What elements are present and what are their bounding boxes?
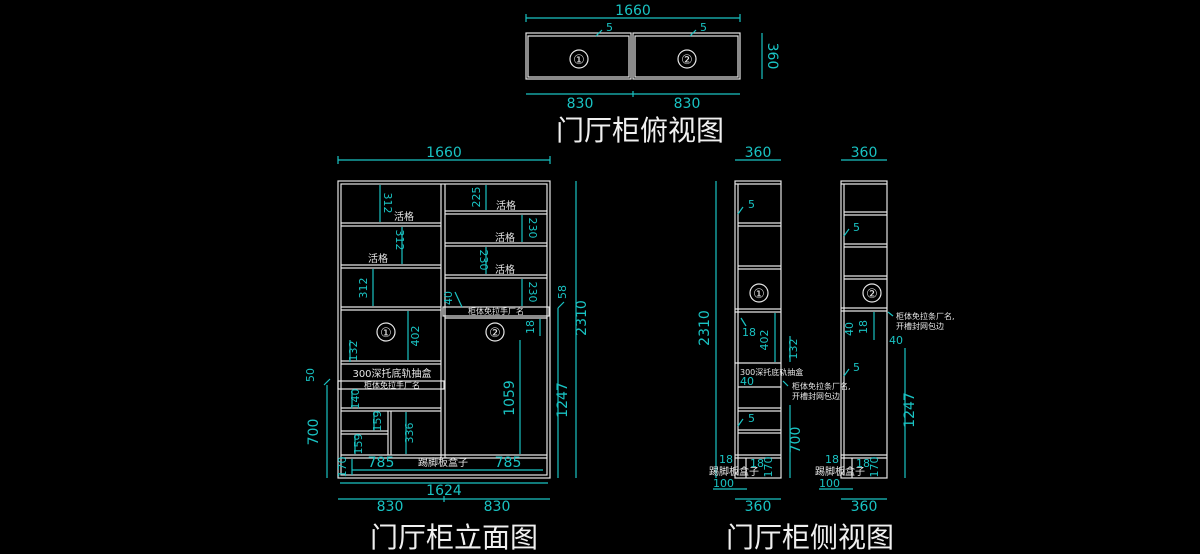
elev-inner-width: 1624 (426, 483, 462, 499)
elev-right-handle-gap: 40 (442, 291, 455, 305)
side-view-title: 门厅柜侧视图 (726, 521, 894, 554)
side-right-kick-18a: 18 (825, 453, 839, 466)
elev-left-label-1: 活格 (394, 210, 414, 223)
elev-drawer-label: 300深托底轨抽盒 (352, 367, 431, 380)
top-bay-1 (525, 32, 632, 80)
elev-left-id: ① (380, 326, 392, 341)
elev-right-label-1: 活格 (496, 199, 516, 212)
elev-bottom-width-1: 830 (377, 499, 404, 515)
side-left-kick-offset: 100 (713, 477, 734, 490)
side-right-id: ② (866, 287, 878, 302)
elev-bottom-width-2: 830 (484, 499, 511, 515)
elev-kick-height: 170 (336, 457, 349, 478)
elev-left-label-2: 活格 (368, 252, 388, 265)
side-right-kick-offset: 100 (819, 477, 840, 490)
side-left-depth-top: 360 (745, 145, 772, 161)
elev-left-cell-1: 159 (371, 411, 384, 432)
elev-right-label-2: 活格 (495, 231, 515, 244)
side-left-kick-h: 170 (762, 457, 775, 478)
elev-right-hang-height: 1059 (502, 380, 518, 416)
side-view: 360 ① 5 402 18 132 300深托底轨抽盒 40 柜体免拉条厂名,… (697, 145, 955, 554)
elev-right-shelf-4: 230 (526, 282, 539, 303)
elev-left-open: 402 (409, 326, 422, 347)
side-right-kick-label: 踢脚板盒子 (815, 465, 865, 478)
elev-right-id: ② (489, 326, 501, 341)
top-bay-2-id: ② (681, 53, 693, 68)
side-left-back-gap-2: 5 (748, 412, 755, 425)
side-left-depth-bottom: 360 (745, 499, 772, 515)
elev-frame (337, 180, 551, 479)
top-bay-2-width: 830 (674, 96, 701, 112)
elev-left-lower-height: 700 (306, 419, 322, 446)
elev-left-shelf-3: 312 (357, 278, 370, 299)
top-bay-2 (632, 32, 741, 80)
side-right-kick-18b: 18 (856, 457, 870, 470)
elev-right-lower: 1247 (555, 382, 571, 418)
elev-kick-label: 踢脚板盒子 (418, 456, 468, 469)
side-right-note-1: 柜体免拉条厂名, (896, 311, 955, 321)
top-bay-1-id: ① (573, 53, 585, 68)
side-left-note-2: 开槽封网包边 (792, 391, 840, 401)
elev-right-hang-top: 18 (524, 320, 537, 334)
side-right-depth-top: 360 (851, 145, 878, 161)
side-right-handle-40b: 40 (889, 334, 903, 347)
top-overall-width: 1660 (615, 3, 651, 19)
elev-right-label-3: 活格 (495, 263, 515, 276)
side-left-inner-18: 18 (742, 326, 756, 339)
side-left-drawer: 132 (787, 339, 800, 360)
elev-rail-dim: 58 (556, 285, 569, 299)
side-left-back-gap: 5 (748, 198, 755, 211)
side-left-kick-18a: 18 (719, 453, 733, 466)
elev-right-handle-label: 柜体免拉手厂名 (468, 306, 524, 316)
side-left-drawer-label: 300深托底轨抽盒 (740, 367, 803, 377)
side-right-back-gap-2: 5 (853, 361, 860, 374)
top-view-title: 门厅柜俯视图 (556, 114, 724, 147)
elev-left-right-cell: 336 (403, 423, 416, 444)
elev-overall-width: 1660 (426, 145, 462, 161)
side-left-handle-gap: 40 (740, 375, 754, 388)
elev-left-drawer-h: 132 (347, 341, 360, 362)
elev-left-handle-label: 柜体免拉手厂名 (364, 380, 420, 390)
elev-left-shelf-2: 312 (393, 230, 406, 251)
top-gap-1: 5 (606, 21, 613, 34)
elev-overall-height: 2310 (574, 300, 590, 336)
side-right-back-gap: 5 (853, 221, 860, 234)
side-right-depth-bottom: 360 (851, 499, 878, 515)
elev-kick-width-1: 785 (368, 455, 395, 471)
elev-right-shelf-2: 230 (526, 218, 539, 239)
elev-left-shelf-1: 312 (381, 193, 394, 214)
elev-right-shelf-1: 225 (470, 187, 483, 208)
side-right-note-2: 开槽封网包边 (896, 321, 944, 331)
side-right-lower: 1247 (902, 392, 918, 428)
top-view: 1660 ① ② 5 5 360 830 830 门厅柜俯视图 (525, 3, 780, 147)
side-right-handle-18: 18 (857, 320, 870, 334)
top-bay-1-width: 830 (567, 96, 594, 112)
side-left-kick-label: 踢脚板盒子 (709, 465, 759, 478)
elev-left-lower-gap: 140 (349, 389, 362, 410)
side-left-frame (734, 180, 782, 479)
side-right-handle-40a: 40 (843, 322, 856, 336)
top-gap-2: 5 (700, 21, 707, 34)
side-left-id: ① (753, 287, 765, 302)
elevation-title: 门厅柜立面图 (370, 521, 538, 554)
side-left-kick-18b: 18 (750, 457, 764, 470)
elev-kick-width-2: 785 (495, 455, 522, 471)
side-left-open: 402 (758, 330, 771, 351)
side-left-lower: 700 (788, 427, 804, 454)
side-left-note-1: 柜体免拉条厂名, (792, 381, 851, 391)
elev-left-cell-2: 159 (352, 434, 365, 455)
side-right-frame (840, 180, 888, 479)
side-height: 2310 (697, 310, 713, 346)
elev-right-shelf-3: 230 (477, 250, 490, 271)
top-depth: 360 (764, 43, 780, 70)
elevation-view: 1660 312 活格 312 活格 312 ① 402 (304, 145, 590, 554)
side-right-kick-h: 170 (868, 457, 881, 478)
elev-left-offset: 50 (304, 368, 317, 382)
